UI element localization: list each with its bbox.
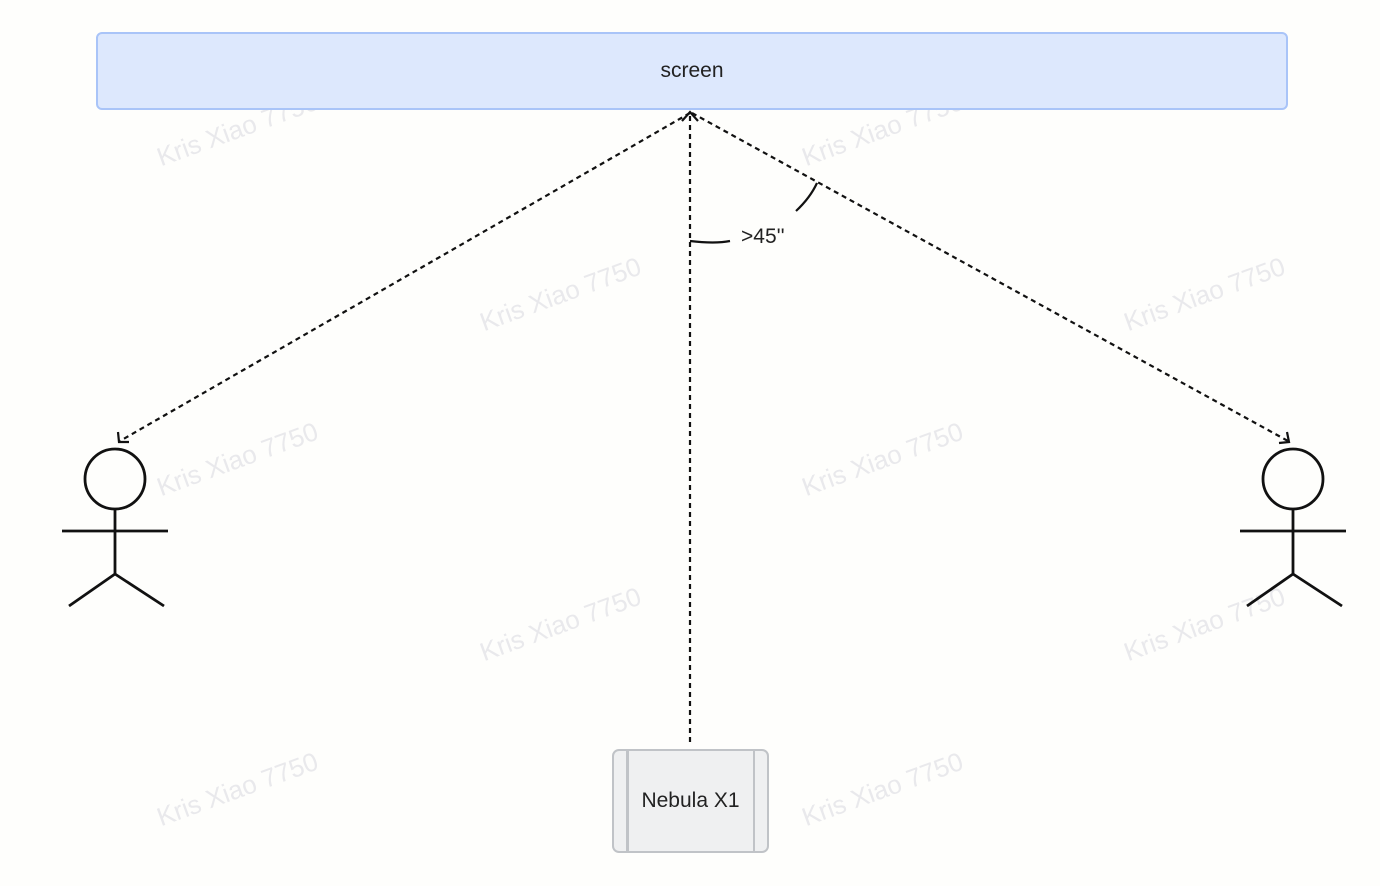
angle-label: >45'': [741, 225, 785, 248]
arrowhead-up: [681, 110, 699, 122]
screen-label: screen: [660, 59, 724, 82]
arrowhead-right: [1278, 431, 1291, 445]
projector-node: Nebula X1: [612, 749, 769, 853]
angle-arc: [689, 239, 731, 244]
left-viewer-icon: [62, 447, 168, 608]
screen-node: screen: [96, 32, 1288, 110]
right-viewer-icon: [1240, 447, 1346, 608]
arrowhead-left: [116, 431, 129, 444]
angle-arc-2: [795, 182, 818, 212]
arrow-screen-to-left-viewer: [119, 112, 691, 442]
arrow-screen-to-right-viewer: [691, 112, 1289, 442]
projector-label: Nebula X1: [641, 789, 740, 812]
